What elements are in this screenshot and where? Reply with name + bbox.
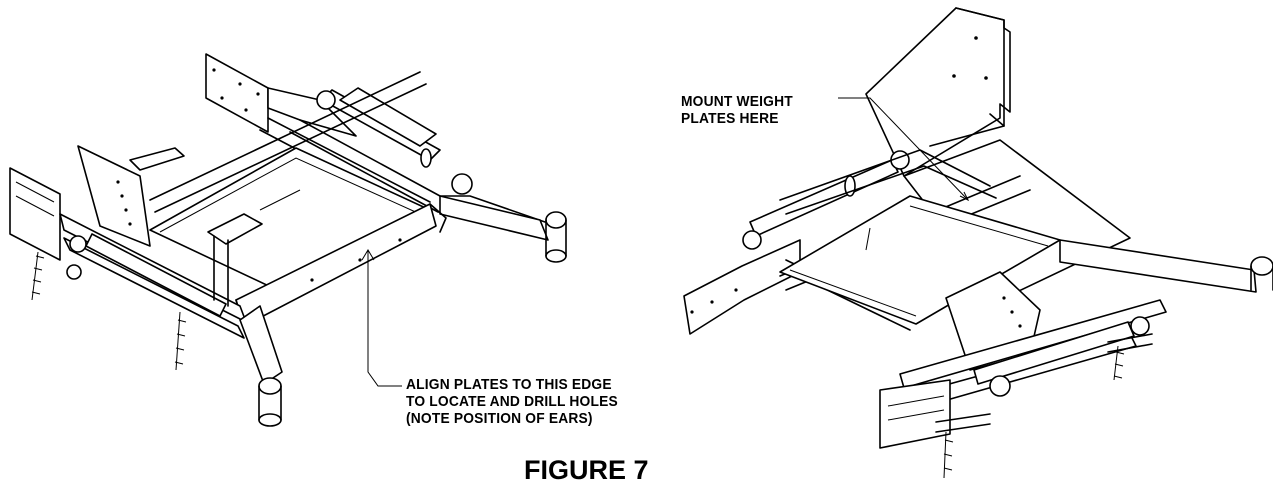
left-bottom-cylinder — [85, 233, 227, 317]
align-plates-line-1: ALIGN PLATES TO THIS EDGE — [406, 376, 612, 393]
mount-weight-callout: MOUNT WEIGHT PLATES HERE — [681, 93, 793, 127]
left-front-leg — [239, 305, 283, 385]
left-right-arm — [439, 195, 549, 241]
mount-leader — [838, 97, 969, 201]
figure-title: FIGURE 7 — [524, 455, 649, 485]
left-handle — [129, 147, 185, 171]
right-front-plate — [879, 379, 951, 449]
align-plates-callout: ALIGN PLATES TO THIS EDGE TO LOCATE AND … — [406, 376, 618, 427]
right-chain-1 — [865, 227, 871, 251]
left-mast-plate — [77, 145, 151, 247]
align-plates-line-2: TO LOCATE AND DRILL HOLES — [406, 393, 618, 410]
left-right-cap — [545, 211, 567, 229]
left-plate-gusset — [267, 87, 357, 137]
mount-weight-line-2: PLATES HERE — [681, 110, 779, 127]
left-chain-2 — [175, 311, 181, 371]
align-leader — [367, 250, 402, 387]
left-front-plate — [9, 167, 61, 261]
right-bottom-cylinder — [973, 321, 1135, 385]
align-plates-line-3: (NOTE POSITION OF EARS) — [406, 410, 593, 427]
right-rear-plate — [683, 239, 801, 335]
right-front-bar — [899, 299, 1167, 389]
right-chain-3 — [943, 431, 947, 479]
left-rear-plate — [205, 53, 269, 133]
left-frame-assembly — [9, 53, 567, 427]
right-chain-2 — [1113, 345, 1119, 381]
left-top-cylinder — [316, 87, 473, 195]
mount-weight-line-1: MOUNT WEIGHT — [681, 93, 793, 110]
right-frame-assembly — [683, 7, 1273, 479]
right-right-arm — [1059, 239, 1257, 293]
